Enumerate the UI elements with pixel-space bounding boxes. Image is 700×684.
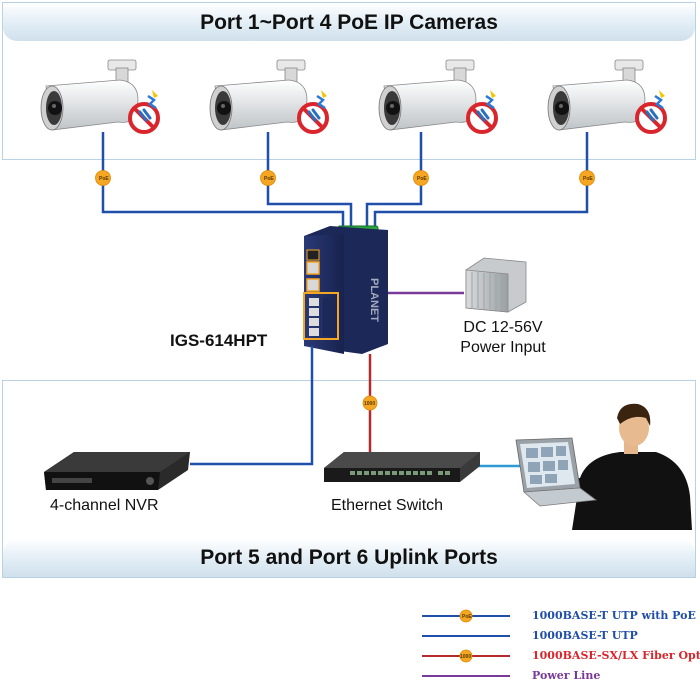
- uplink-panel-title: Port 5 and Port 6 Uplink Ports: [200, 546, 498, 569]
- ethernet-switch-icon: [324, 452, 480, 482]
- legend-badge-fiber-text: 1000: [460, 654, 471, 660]
- camera-1-icon: [39, 58, 160, 134]
- svg-text:PoE: PoE: [417, 176, 427, 182]
- svg-text:1000: 1000: [364, 401, 375, 407]
- legend-label-utp: 1000BASE-T UTP: [532, 629, 638, 642]
- legend-badge-poe: [459, 609, 473, 623]
- dc-input-voltage: DC 12-56V: [463, 319, 543, 336]
- uplink-panel: Port 5 and Port 6 Uplink Ports: [2, 380, 696, 578]
- camera-panel: Port 1~Port 4 PoE IP Cameras: [2, 2, 696, 160]
- legend-badge-fiber: [459, 649, 473, 663]
- dc-input-text: Power Input: [460, 339, 546, 356]
- user-with-laptop-icon: [515, 403, 692, 530]
- poe-badge-3: PoE: [413, 170, 429, 186]
- poe-badge-2: PoE: [260, 170, 276, 186]
- fiber-badge: 1000: [362, 395, 378, 411]
- svg-text:PoE: PoE: [264, 176, 274, 182]
- nvr-label: 4-channel NVR: [50, 497, 159, 514]
- camera-3-icon: [377, 58, 498, 134]
- svg-text:PoE: PoE: [99, 176, 109, 182]
- legend-label-power: Power Line: [532, 669, 601, 682]
- ethernet-switch-label: Ethernet Switch: [331, 497, 444, 514]
- igs-614hpt-switch: PLANET: [303, 226, 388, 354]
- poe-badge-1: PoE: [95, 170, 111, 186]
- camera-panel-title: Port 1~Port 4 PoE IP Cameras: [200, 11, 498, 34]
- legend-label-fiber: 1000BASE-SX/LX Fiber Optic: [532, 649, 700, 662]
- legend-badge-poe-text: PoE: [462, 614, 472, 620]
- uplink-panel-header: Port 5 and Port 6 Uplink Ports: [3, 539, 695, 577]
- poe-links: [101, 132, 589, 232]
- nvr-link: [190, 346, 314, 466]
- brand-logo: PLANET: [368, 278, 380, 322]
- dc-input-label: DC 12-56V Power Input: [448, 318, 558, 358]
- svg-text:PoE: PoE: [583, 176, 593, 182]
- camera-2-icon: [208, 58, 329, 134]
- poe-badge-4: PoE: [579, 170, 595, 186]
- dc-power-supply-icon: [465, 257, 527, 313]
- nvr-icon: [44, 452, 190, 490]
- legend-label-utp-poe: 1000BASE-T UTP with PoE: [532, 609, 696, 622]
- camera-panel-header: Port 1~Port 4 PoE IP Cameras: [3, 3, 695, 41]
- legend: PoE 1000: [422, 609, 510, 677]
- camera-4-icon: [546, 58, 667, 134]
- device-model-label: IGS-614HPT: [170, 331, 268, 350]
